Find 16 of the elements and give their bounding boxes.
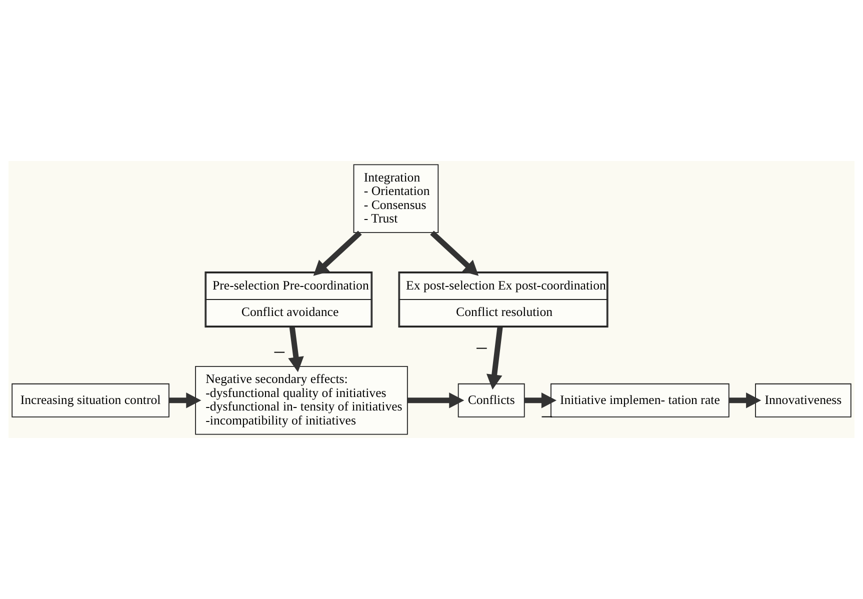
node-box: Increasing situation control: [12, 383, 170, 418]
arrow: [524, 392, 557, 408]
node-box: Integration - Orientation - Consensus - Trust: [353, 164, 439, 233]
node-box: Initiative implemen- tation rate: [550, 383, 730, 418]
node-box: Negative secondary effects: -dysfunctional quality of initiatives -dysfunctional in- tensity of initiatives -incompatibility of initiatives: [195, 366, 408, 435]
arrow: [313, 230, 362, 276]
node-box: Conflicts: [458, 383, 525, 418]
arrow: [729, 392, 762, 408]
edge-label: –: [274, 340, 284, 362]
arrow: [408, 392, 464, 408]
arrow: [486, 326, 503, 390]
edge-label: –: [476, 336, 487, 358]
arrow: [288, 326, 304, 372]
arrow: [169, 392, 202, 408]
arrow: [430, 230, 479, 276]
node-box: Innovativeness: [755, 383, 852, 418]
